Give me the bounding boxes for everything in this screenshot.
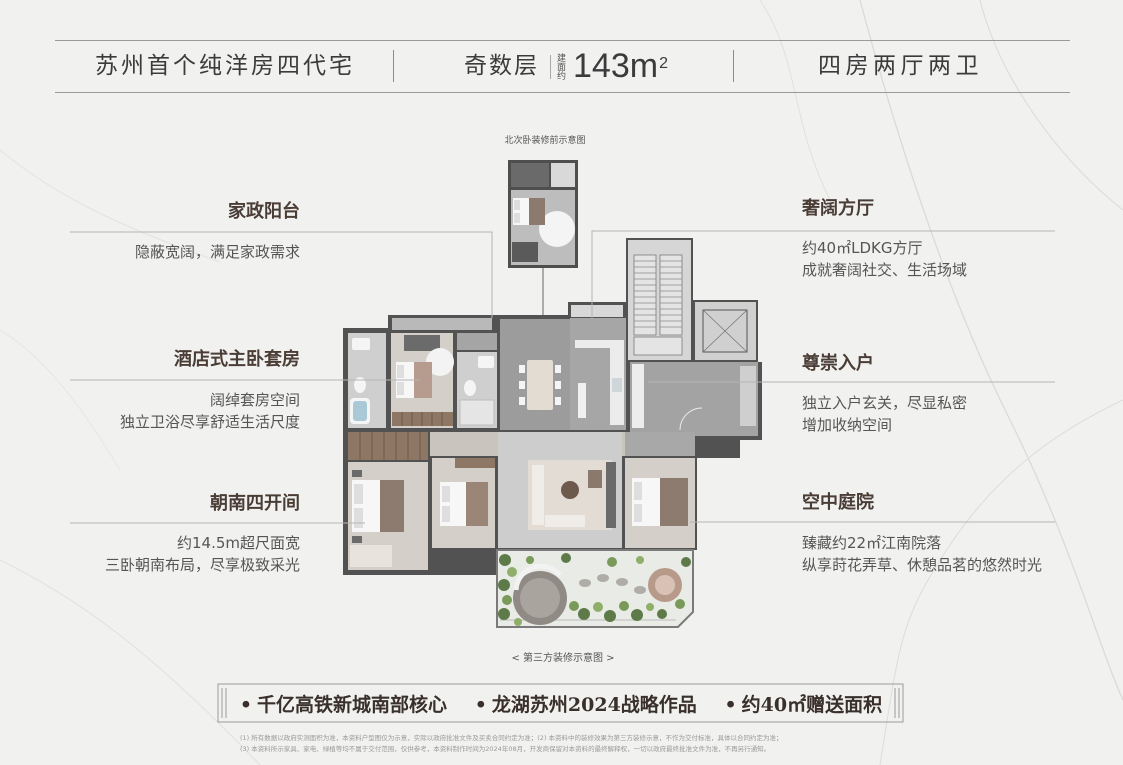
callout-text: 约14.5m超尺面宽 [176, 534, 300, 552]
header-divider [393, 50, 394, 82]
north-bedroom-inset [508, 160, 578, 268]
toilet [354, 377, 366, 393]
coffee-table [561, 481, 579, 499]
dining-area [500, 319, 570, 430]
wardrobe [455, 458, 495, 468]
sky-garden [496, 549, 694, 628]
callout-title-utility-balcony: 家政阳台 [228, 201, 300, 222]
callout-title-entry: 尊崇入户 [802, 353, 874, 374]
secondary-bathroom [457, 352, 497, 428]
banner-frame [217, 683, 904, 723]
selling-point: •千亿高铁新城南部核心 [240, 690, 447, 717]
living-room [498, 432, 622, 548]
rug [426, 348, 454, 376]
island [578, 383, 586, 418]
callout-text: 增加收纳空间 [802, 416, 893, 434]
area-separator [550, 55, 551, 79]
selling-point-text: 千亿高铁新城南部核心 [257, 693, 448, 716]
callout-title-living-dining: 奢阔方厅 [802, 198, 874, 219]
area-value-wrap: 143m2 [573, 44, 668, 88]
stair-treads [634, 260, 682, 328]
callout-title-sky-garden: 空中庭院 [802, 492, 874, 513]
header-slogan: 苏州首个纯洋房四代宅 [95, 53, 355, 79]
sink [352, 338, 370, 350]
bullet-icon: • [474, 693, 487, 716]
kitchen-sink [612, 378, 622, 392]
callout-text: 独立卫浴尽享舒适生活尺度 [119, 413, 300, 431]
leader-lines [70, 230, 1055, 524]
area-value: 143m [573, 47, 659, 85]
armchair [588, 470, 602, 488]
callout-text: 成就奢阔社交、生活场域 [802, 261, 968, 279]
curved-bench [513, 563, 562, 591]
inset-caption: 北次卧装修前示意图 [504, 136, 586, 146]
callout-text: 隐蔽宽阔，满足家政需求 [134, 243, 300, 261]
marble-vein [0, 149, 221, 263]
shower [459, 399, 495, 426]
sink [478, 356, 494, 368]
selling-point-text: 约40㎡赠送面积 [741, 693, 883, 716]
dining-table [527, 360, 553, 410]
sofa [545, 515, 585, 527]
header-divider [733, 50, 734, 82]
area-unit-superscript: 2 [659, 55, 668, 72]
callout-title-south-rooms: 朝南四开间 [210, 493, 300, 514]
utility-balcony [392, 318, 492, 330]
header-bottom-rule [55, 92, 1070, 93]
marble-vein [0, 329, 121, 471]
floor-plan [343, 238, 762, 628]
callout-text: 纵享莳花弄草、休憩品茗的悠然时光 [802, 556, 1043, 574]
callout-text: 三卧朝南布局，尽享极致采光 [104, 556, 300, 574]
rug [350, 545, 392, 567]
callout-text: 阔绰套房空间 [209, 391, 300, 409]
leader-utility-balcony [70, 231, 493, 318]
disclaimer-line: (1) 所有数据以政府实测面积为准，本资料户型图仅为示意，实际以政府批准文件及买… [240, 734, 783, 742]
bullet-icon: • [239, 693, 253, 716]
floor-type: 奇数层 [464, 53, 539, 79]
inset-rug [539, 211, 575, 247]
marble-vein [0, 559, 261, 765]
marble-vein [759, 0, 831, 201]
selling-point: •龙湖苏州2024战略作品 [475, 690, 697, 717]
bedroom-south-middle [432, 458, 495, 548]
callout-text: 臻藏约22㎡江南院落 [802, 534, 942, 552]
bedroom-south-east [625, 432, 695, 548]
marble-vein [859, 0, 1123, 701]
shoe-cabinet [632, 364, 644, 428]
header-top-rule [55, 40, 1070, 41]
layout-type: 四房两厅两卫 [818, 53, 983, 79]
dining-chairs [519, 365, 561, 405]
bedroom-south-west [348, 432, 428, 570]
marble-vein [979, 0, 1123, 211]
entry-foyer [630, 362, 758, 436]
selling-point-text: 龙湖苏州2024战略作品 [491, 693, 697, 716]
stair-core [628, 240, 691, 360]
selling-point: •约40㎡赠送面积 [725, 690, 883, 717]
area-label: 建面约 [555, 53, 565, 80]
leader-living-dining [591, 230, 1055, 318]
marble-vein [879, 399, 1123, 765]
callout-text: 约40㎡LDKG方厅 [802, 239, 923, 257]
selling-points-banner: •千亿高铁新城南部核心 •龙湖苏州2024战略作品 •约40㎡赠送面积 [226, 689, 896, 717]
callout-title-master-suite: 酒店式主卧套房 [174, 349, 300, 370]
storage-room [457, 333, 497, 350]
tv-cabinet [606, 462, 616, 528]
kitchen [570, 305, 626, 430]
storage-cabinet [740, 366, 756, 426]
callout-text: 独立入户玄关，尽显私密 [802, 394, 968, 412]
toilet [464, 380, 476, 396]
elevator [695, 302, 756, 360]
garden-plants [498, 553, 691, 626]
sofa [532, 465, 544, 525]
stepping-stones [579, 574, 646, 594]
disclaimer-line: (3) 本资料所示家具、家电、绿植等均不属于交付范围，仅供参考，本资料制作时间为… [240, 745, 771, 753]
plan-caption: < 第三方装修示意图 > [511, 653, 615, 664]
bullet-icon: • [724, 693, 737, 716]
